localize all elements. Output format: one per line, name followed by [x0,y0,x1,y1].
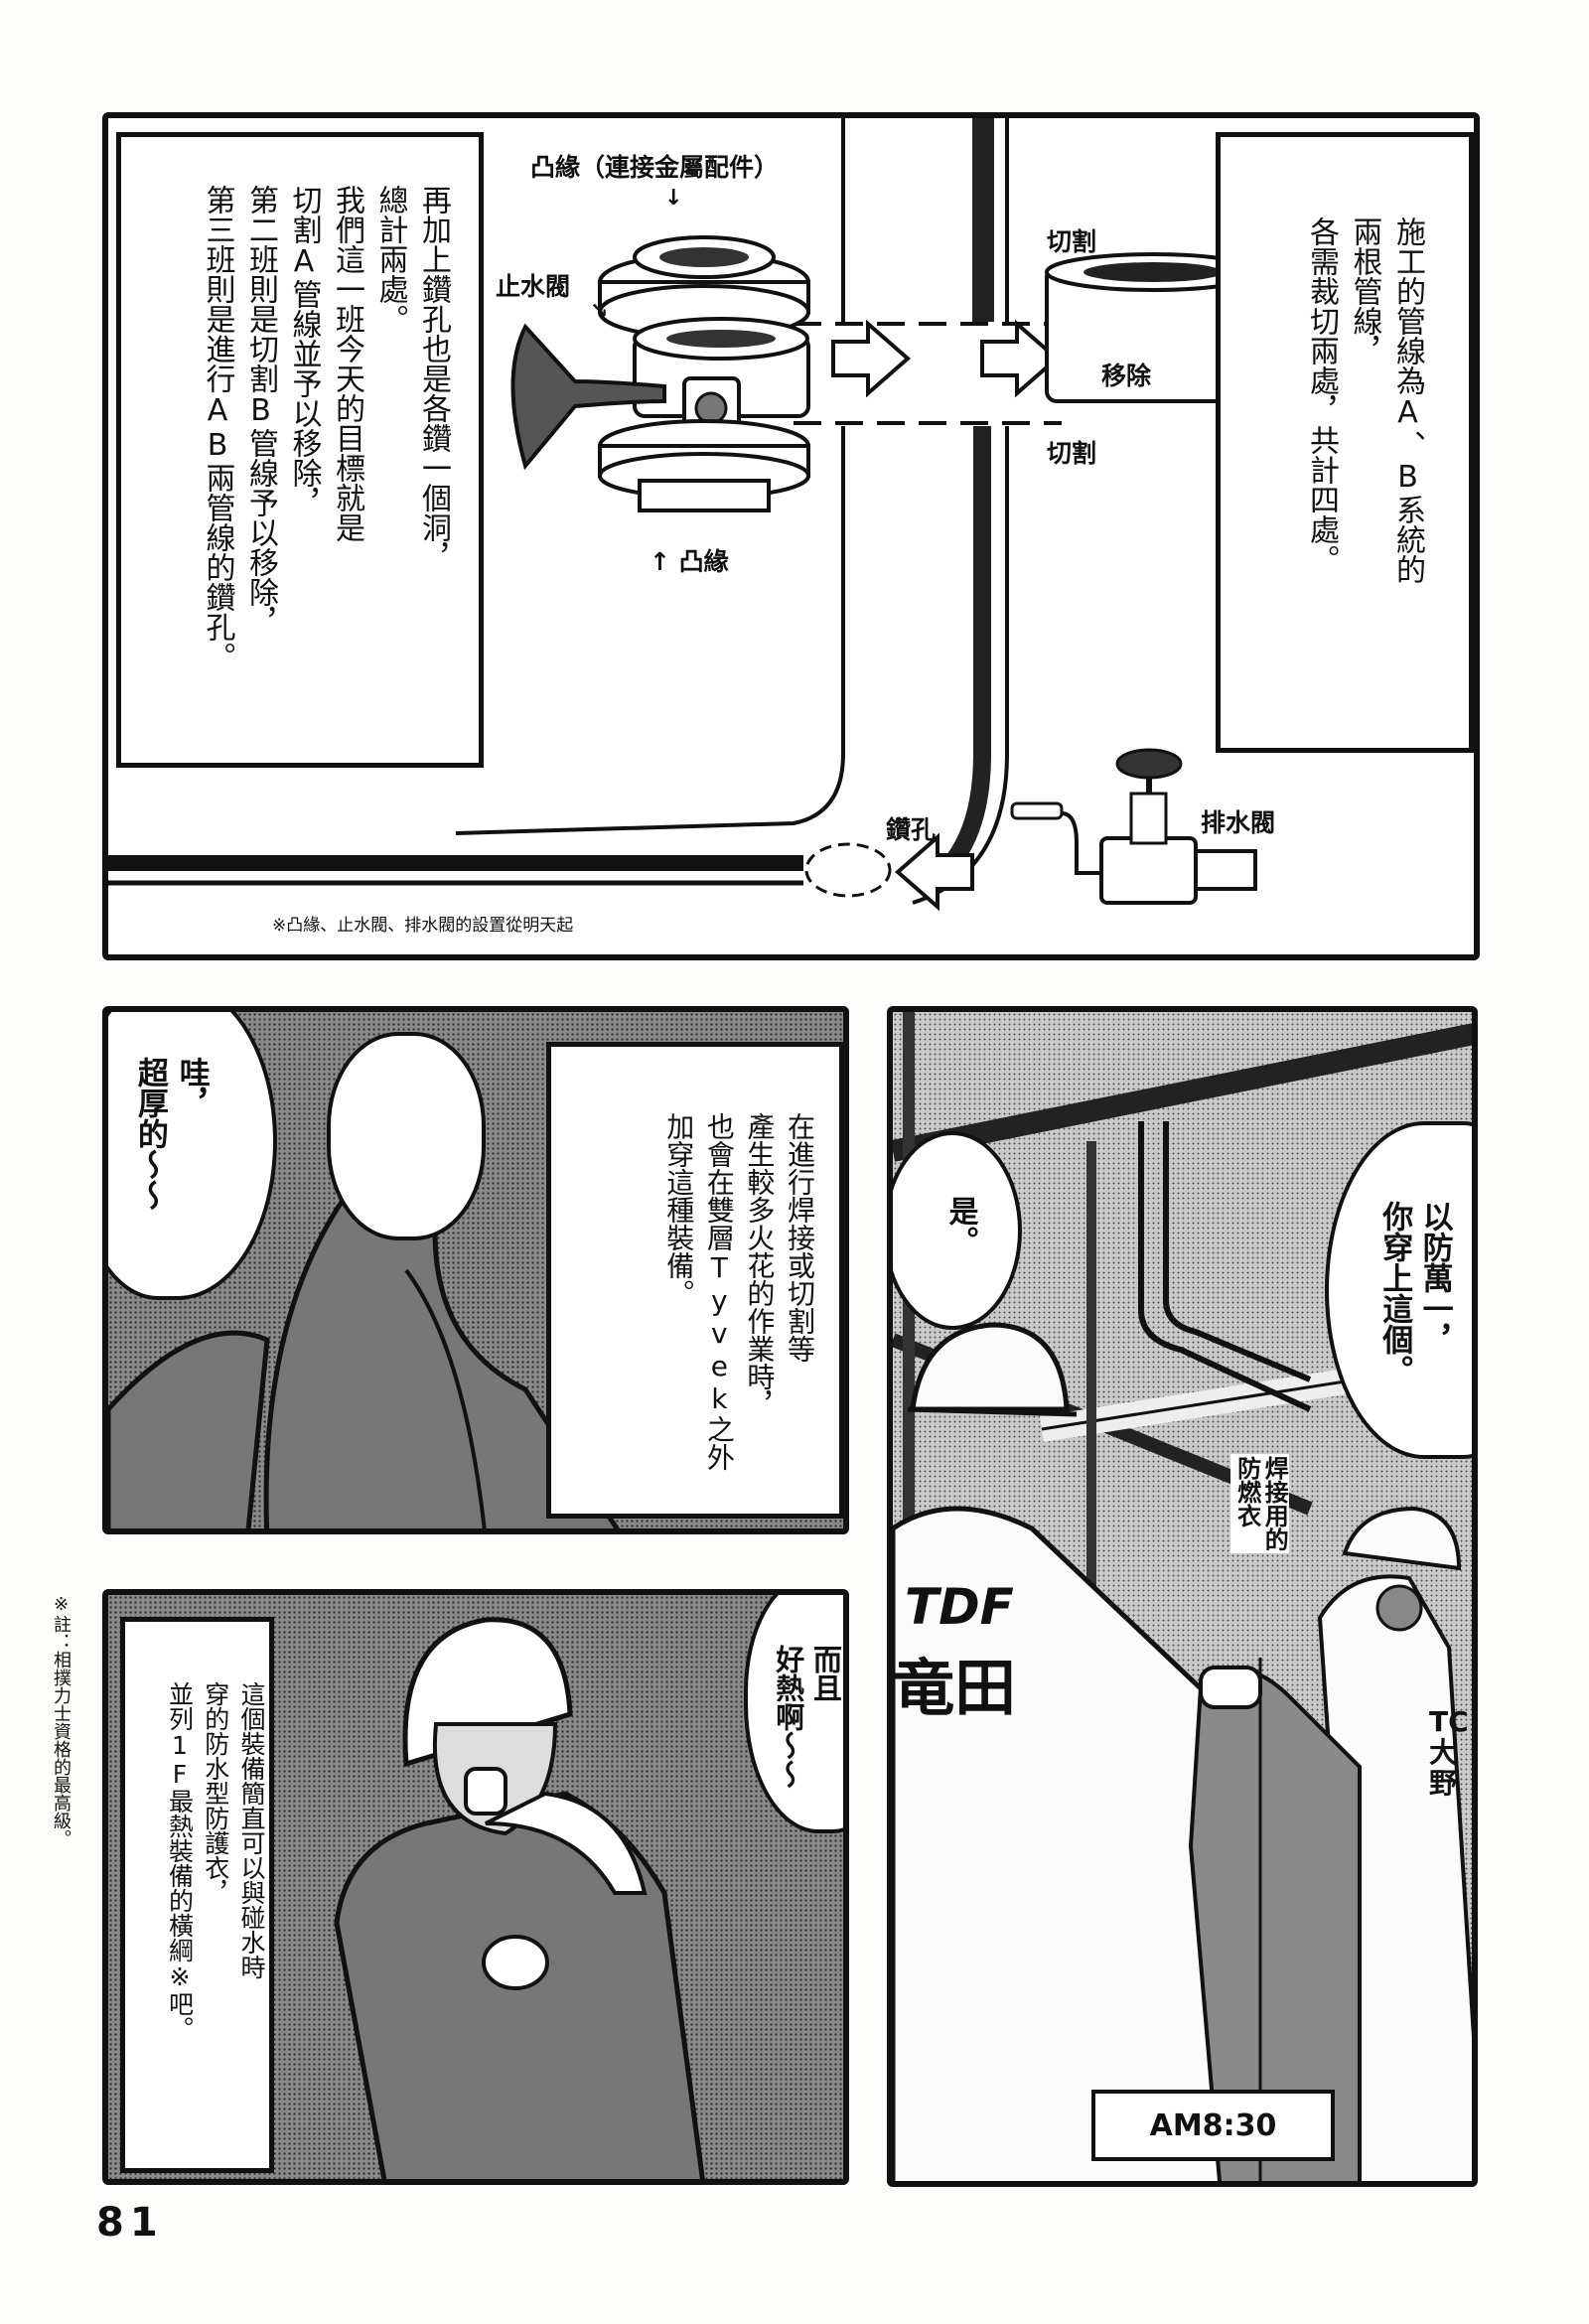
speech-text: 而且 好熱啊～～ [771,1645,843,1789]
arrow-down-icon: ↓ [664,186,683,211]
narration-box-waterproof: 這個裝備簡直可以與碰水時 穿的防水型防護衣， 並列1F最熱裝備的橫綱※吧。 [120,1617,274,2173]
label-cut-top: 切割 [1047,227,1097,256]
label-remove: 移除 [1101,362,1152,390]
narration-line: 再加上鑽孔也是各鑽一個洞， [416,185,451,572]
narration-line: 各需裁切兩處，共計四處。 [1304,217,1339,574]
worker-in-suit-illustration [334,1617,705,2179]
arrow-diagonal-icon: ↘ [590,299,609,324]
narration-line: 我們這一班今天的目標就是 [330,185,364,542]
narration-line: 切割A管線並予以移除， [286,185,322,517]
label-drill-hole: 鑽孔 [886,815,937,844]
pipe-diagram [108,118,1262,912]
schedule-note: ※凸緣、止水閥、排水閥的設置從明天起 [272,916,574,936]
panel-hot-suit: 這個裝備簡直可以與碰水時 穿的防水型防護衣， 並列1F最熱裝備的橫綱※吧。 而且… [102,1589,849,2185]
panel-thick-suit: 哇， 超厚的～～ 在進行焊接或切割等 產生較多火花的作業時， 也會在雙層Tyve… [102,1006,849,1534]
speech-bubble-just-in-case [1325,1121,1472,1459]
narration-box-right: 施工的管線為A、B系統的 兩根管線， 各需裁切兩處，共計四處。 [1216,132,1474,753]
top-panel-diagram: 再加上鑽孔也是各鑽一個洞， 總計兩處。 我們這一班今天的目標就是 切割A管線並予… [102,112,1480,960]
speech-text: 哇， 超厚的～～ [131,1057,210,1211]
narration-line: 兩根管線， [1347,217,1382,365]
label-stop-valve: 止水閥 [496,272,571,301]
narration-line: 第三班則是進行AB兩管線的鑽孔。 [200,185,235,671]
narration-line: 總計兩處。 [372,185,408,334]
suit-illustration [108,1139,621,1528]
hand-hanger-shape [327,1032,486,1240]
back-print-tdf: TDF [905,1578,1014,1636]
page-number: 81 [96,2200,164,2246]
label-flange-connector: 凸緣（連接金屬配件） [530,153,780,182]
workers-illustration [893,1012,1472,2181]
annotation-fireproof-suit: 焊接用的 防燃衣 [1230,1454,1290,1553]
label-drain-valve: 排水閥 [1201,808,1276,837]
narration-box-left: 再加上鑽孔也是各鑽一個洞， 總計兩處。 我們這一班今天的目標就是 切割A管線並予… [116,132,484,768]
speech-bubble-yes [893,1131,1022,1330]
label-cut-bottom: 切割 [1047,439,1097,468]
back-print-right-worker: TC 大野 [1429,1705,1469,1800]
speech-text: 是。 [942,1196,978,1255]
label-flange-bottom: ↑ 凸緣 [650,547,729,576]
side-footnote: ※註：相撲力士資格的最高級。 [51,1594,72,1847]
panel-handing-suit: 是。 以防萬一， 你穿上這個。 焊接用的 防燃衣 TDF 竜田 TC 大野 AM… [887,1006,1478,2187]
narration-line: 第二班則是切割B管線予以移除， [243,185,278,637]
speech-text: 以防萬一， 你穿上這個。 [1376,1201,1453,1385]
narration-box-welding: 在進行焊接或切割等 產生較多火花的作業時， 也會在雙層Tyvek之外 加穿這種裝… [546,1042,843,1519]
time-caption: AM8:30 [1149,2107,1277,2143]
narration-line: 施工的管線為A、B系統的 [1390,217,1425,584]
back-print-name: 竜田 [893,1652,1017,1724]
time-caption-box: AM8:30 [1091,2090,1335,2161]
